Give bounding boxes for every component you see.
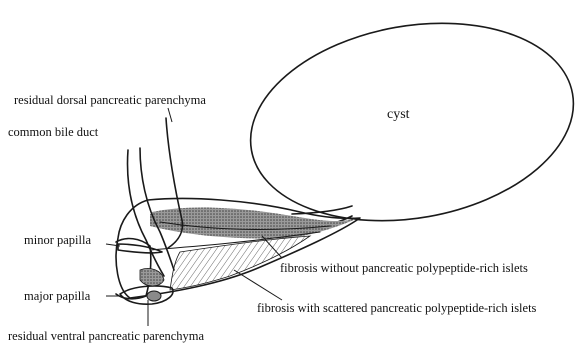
label-major-papilla: major papilla: [24, 289, 91, 303]
label-common-bile-duct: common bile duct: [8, 125, 99, 139]
label-residual-ventral: residual ventral pancreatic parenchyma: [8, 329, 205, 343]
label-minor-papilla: minor papilla: [24, 233, 91, 247]
label-cyst: cyst: [387, 107, 410, 122]
minor-papilla-duct: [118, 244, 162, 253]
common-bile-duct-shape-2: [140, 148, 174, 270]
label-fibrosis-without: fibrosis without pancreatic polypeptide-…: [280, 261, 528, 275]
leader-fibrosis-with: [234, 270, 282, 300]
major-papilla-orifice: [147, 291, 161, 301]
label-fibrosis-with: fibrosis with scattered pancreatic polyp…: [257, 301, 537, 315]
label-residual-dorsal: residual dorsal pancreatic parenchyma: [14, 93, 206, 107]
leader-dorsal: [168, 108, 172, 122]
cyst-shape: [235, 0, 578, 245]
